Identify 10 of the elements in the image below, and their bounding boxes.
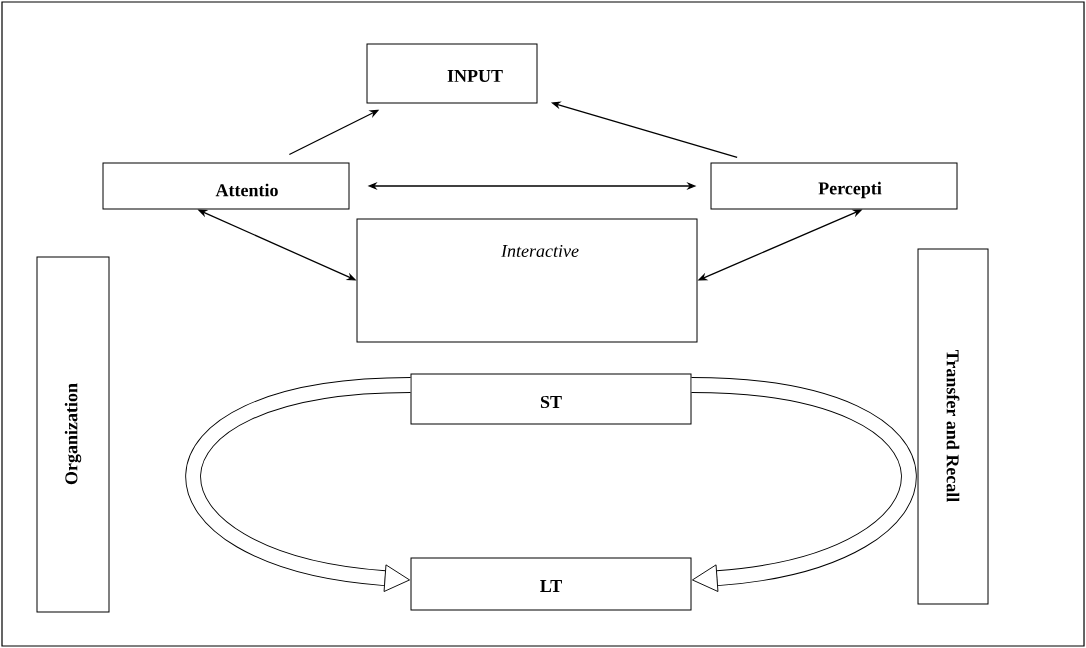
text-box: Percepti: [710, 162, 958, 210]
curved-arrow: [691, 377, 917, 592]
vertical-label-box: Transfer and Recall: [917, 248, 989, 605]
text-box: ST: [410, 373, 692, 425]
text-box: LT: [410, 557, 692, 611]
curved-arrow: [185, 377, 411, 592]
text-box: INPUT: [366, 43, 538, 104]
vertical-label-box: Organization: [36, 256, 110, 613]
text-box: Interactive: [356, 218, 698, 343]
text-box: Attentio: [102, 162, 350, 210]
